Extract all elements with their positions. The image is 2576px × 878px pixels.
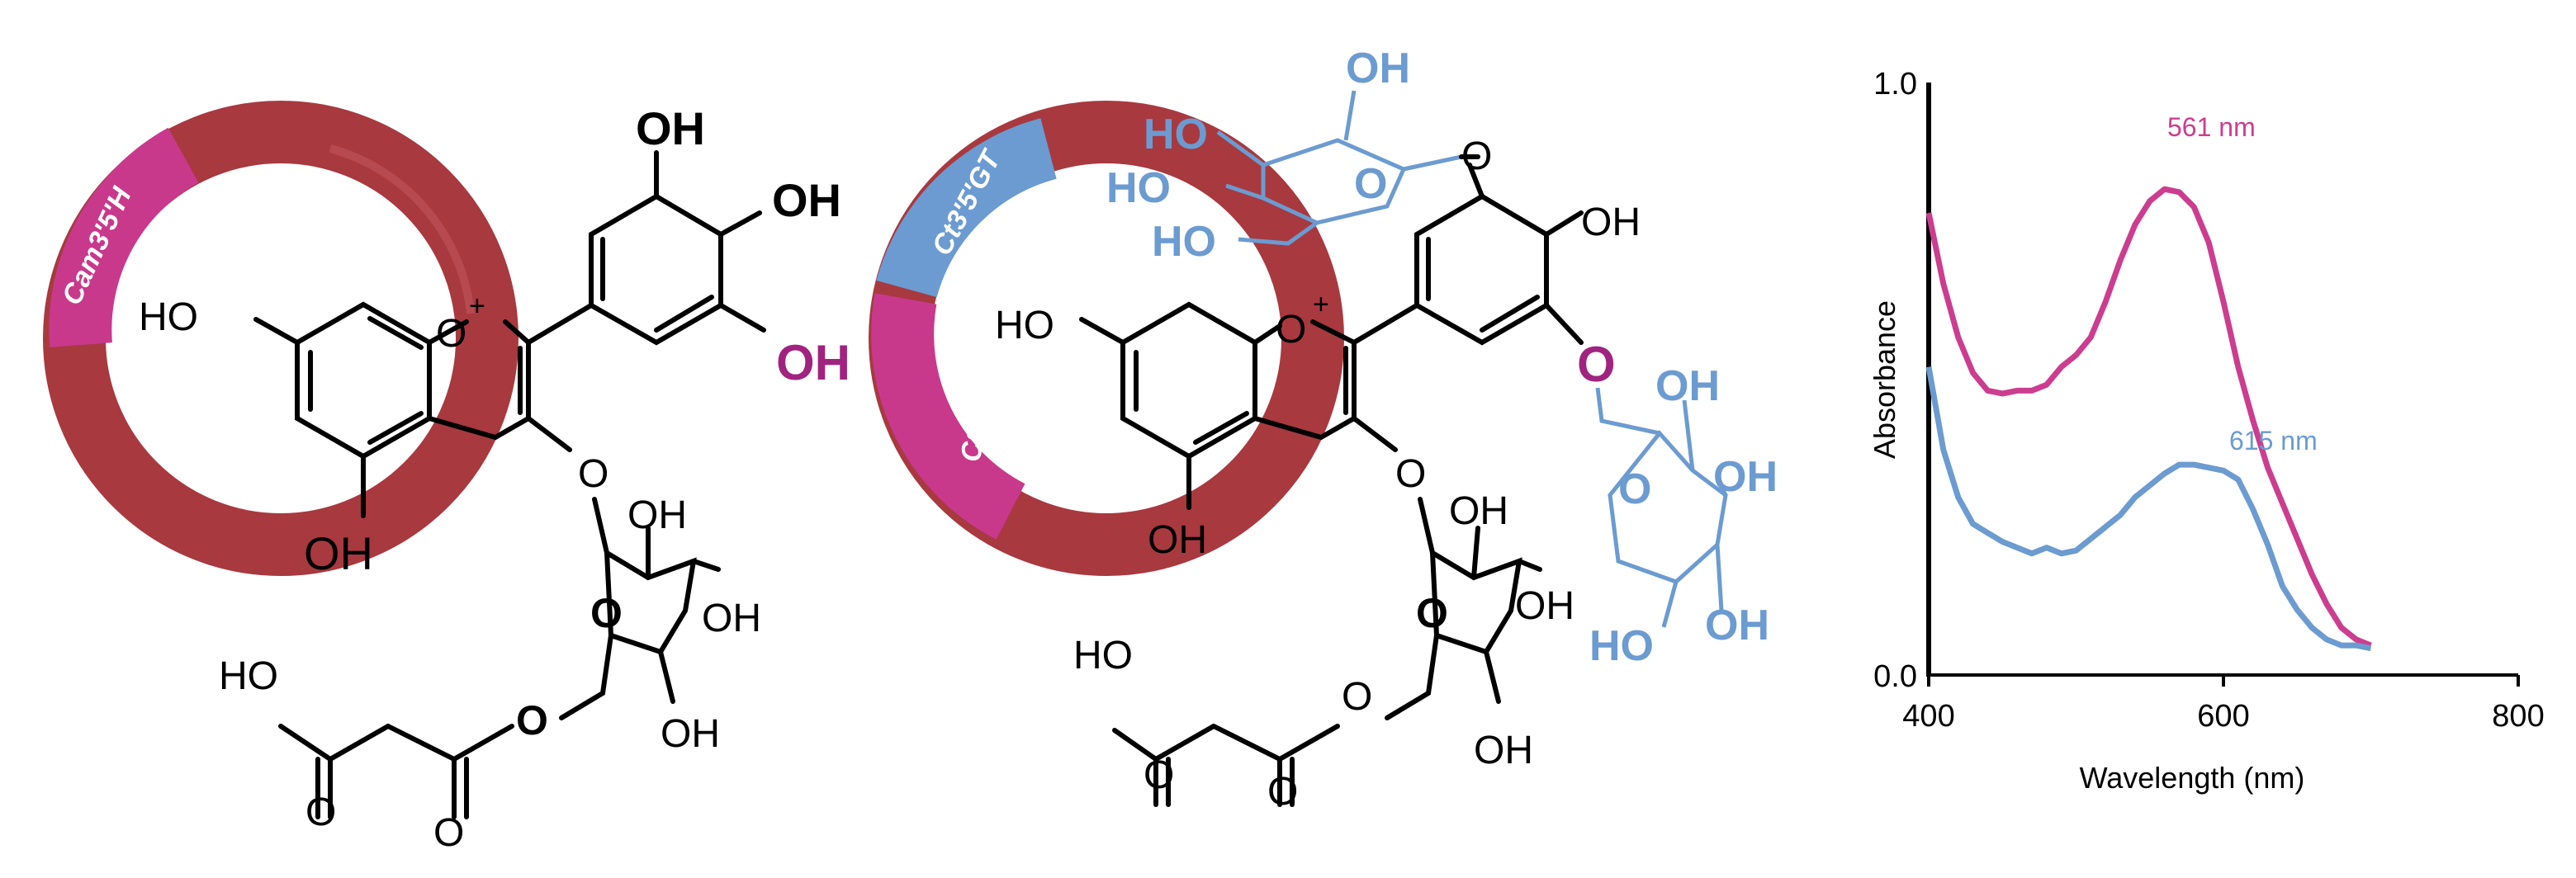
series-group: 561 nm 615 nm [1925,112,2372,652]
atom-o-link: O [578,452,608,496]
atom-oh-glc2-3: OH [1705,602,1769,649]
atom-oh-sugar-1: OH [1449,489,1508,533]
absorbance-chart: 400 600 800 0.0 1.0 Wavelength (nm) Absorba… [1868,67,2545,795]
glucose-top-atoms: OH HO HO HO O [1106,45,1410,266]
molecule-1-atoms: OH OH OH HO O + O OH OH O OH OH O HO O O [139,102,850,855]
molecule-1-bonds [253,150,766,819]
atom-o-plus: O [1276,308,1306,352]
series-line-2 [1925,366,2372,652]
enzyme-ring-1: Cam3'5'H [43,101,519,576]
atom-o-ring: O [590,590,623,636]
atom-ho-acid: HO [219,654,278,698]
atom-o-carbonyl-2: O [433,811,464,855]
ring-label-cam35h-2: Cam3'5'H [956,334,992,462]
molecule-2-atoms: O OH O HO O + O OH OH O OH OH O HO O O [995,135,1641,814]
series-line-1 [1925,186,2372,649]
atom-o-link: O [1395,452,1426,496]
glucose-right-atoms: OH O OH HO OH [1589,362,1778,670]
atom-oh-sugar-2: OH [1515,584,1574,628]
atom-o-ester: O [516,697,548,743]
y-tick-label: 1.0 [1873,67,1917,101]
y-tick-label: 0.0 [1873,659,1917,694]
x-tick-label: 800 [2492,699,2544,734]
molecule-1: Cam3'5'H [43,101,850,855]
atom-oh-glc2-1: OH [1655,362,1720,410]
atom-oh-sugar-1: OH [627,493,687,537]
peak-label-2: 615 nm [2229,426,2318,456]
enzyme-ring-2: Ct3'5'GT Cam3'5'H [869,101,1344,576]
atom-oh-glc-top: OH [1346,45,1410,92]
atom-o-new: O [1577,337,1616,392]
x-tick-label: 600 [2197,699,2249,734]
atom-ho-left: HO [139,295,198,339]
atom-oh-right: OH [772,174,841,226]
y-ticks: 0.0 1.0 [1873,67,1917,694]
atom-o-link-top: O [1461,135,1492,178]
atom-oh-bottom: OH [1148,518,1207,562]
atom-oh-sugar-3: OH [661,712,720,756]
atom-o-glc-ring: O [1354,160,1387,208]
ring-magenta-segment [871,293,1026,540]
atom-ho-left: HO [995,304,1054,347]
atom-oh-bottom: OH [304,527,373,579]
atom-ho-glc2: HO [1589,622,1654,670]
atom-ho-acid: HO [1073,634,1133,677]
atom-ho-glc-3: HO [1152,218,1216,266]
glucose-top [1216,90,1462,246]
atom-oh-top: OH [636,102,705,154]
glucose-right [1595,387,1728,628]
atom-o-glc2-ring: O [1618,465,1651,513]
atom-oh-b-ring: OH [1581,201,1641,244]
atom-oh-glc2-2: OH [1713,453,1778,501]
atom-o-carbonyl-2: O [1267,770,1298,814]
x-axis-label: Wavelength (nm) [2080,761,2305,795]
ring-highlight [329,144,475,314]
atom-charge: + [469,290,485,322]
atom-oh-sugar-3: OH [1474,729,1533,772]
atom-ho-glc-2: HO [1106,164,1171,212]
atom-o-ester: O [1342,675,1372,719]
atom-o-plus: O [436,312,466,356]
atom-ho-glc-1: HO [1144,111,1208,158]
peak-label-1: 561 nm [2167,112,2256,142]
ring-magenta-segment [49,127,200,347]
x-tick-label: 400 [1902,699,1954,734]
ring-blue-segment [876,118,1058,298]
atom-oh-sugar-2: OH [702,597,761,640]
atom-o-ring: O [1416,590,1448,636]
atom-oh-new: OH [776,335,850,390]
x-ticks: 400 600 800 [1902,675,2545,734]
atom-charge: + [1313,289,1329,320]
y-axis-label: Absorbance [1868,300,1901,459]
atom-o-carbonyl-1: O [305,791,336,834]
molecule-2: Ct3'5'GT Cam3'5'H OH HO HO HO O [869,45,1778,814]
atom-o-carbonyl-1: O [1144,753,1174,797]
molecule-2-bonds [1079,154,1584,807]
